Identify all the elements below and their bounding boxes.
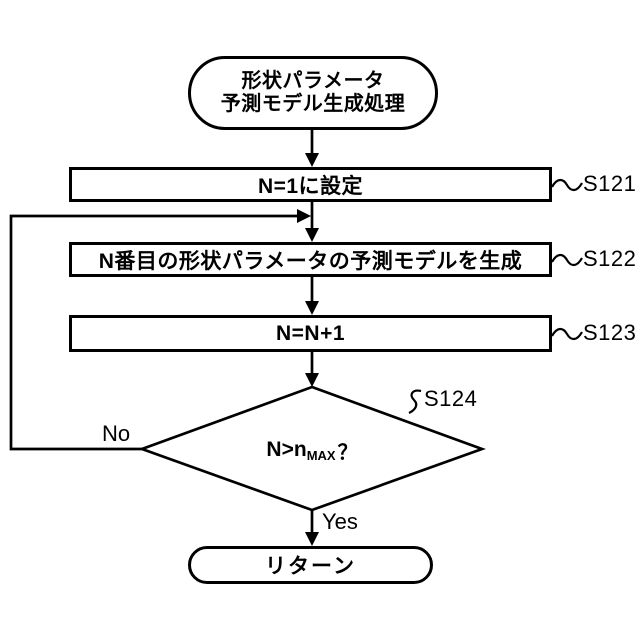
arrowhead-into-s123 [305, 301, 319, 315]
process-step-s123: N=N+1 [69, 315, 552, 352]
squiggle-connector-s122 [551, 253, 583, 267]
start-terminal-line1: 形状パラメータ [241, 70, 385, 92]
process-step-s121: N=1に設定 [69, 167, 552, 202]
process-step-s122-text: N番目の形状パラメータの予測モデルを生成 [98, 249, 523, 273]
end-terminal-text: リターン [265, 555, 356, 578]
squiggle-connector-s123 [551, 327, 583, 341]
no-loop-line [9, 214, 298, 451]
start-terminal: 形状パラメータ 予測モデル生成処理 [188, 56, 438, 130]
process-step-s123-text: N=N+1 [275, 321, 346, 345]
step-label-s121: S121 [583, 171, 637, 196]
decision-condition-subscript: MAX [306, 447, 336, 463]
arrowhead-no-loop-junction [297, 209, 311, 223]
squiggle-connector-s124 [408, 389, 422, 414]
arrowhead-into-s121 [305, 153, 319, 167]
step-label-s122: S122 [583, 246, 637, 271]
arrowhead-into-decision [305, 373, 319, 387]
decision-condition-main: N>n [266, 438, 307, 461]
decision-condition-question-mark: ？ [337, 441, 358, 464]
branch-label-no: No [102, 421, 131, 446]
step-label-s124: S124 [424, 386, 478, 411]
arrowhead-into-end [305, 532, 319, 546]
end-terminal: リターン [188, 546, 433, 584]
process-step-s122: N番目の形状パラメータの予測モデルを生成 [69, 242, 552, 277]
branch-label-yes: Yes [322, 509, 358, 534]
squiggle-connector-s121 [551, 178, 583, 192]
arrowhead-into-s122 [305, 228, 319, 242]
decision-diamond [138, 385, 486, 512]
step-label-s123: S123 [583, 320, 637, 345]
start-terminal-line2: 予測モデル生成処理 [220, 93, 406, 115]
process-step-s121-text: N=1に設定 [257, 174, 364, 198]
